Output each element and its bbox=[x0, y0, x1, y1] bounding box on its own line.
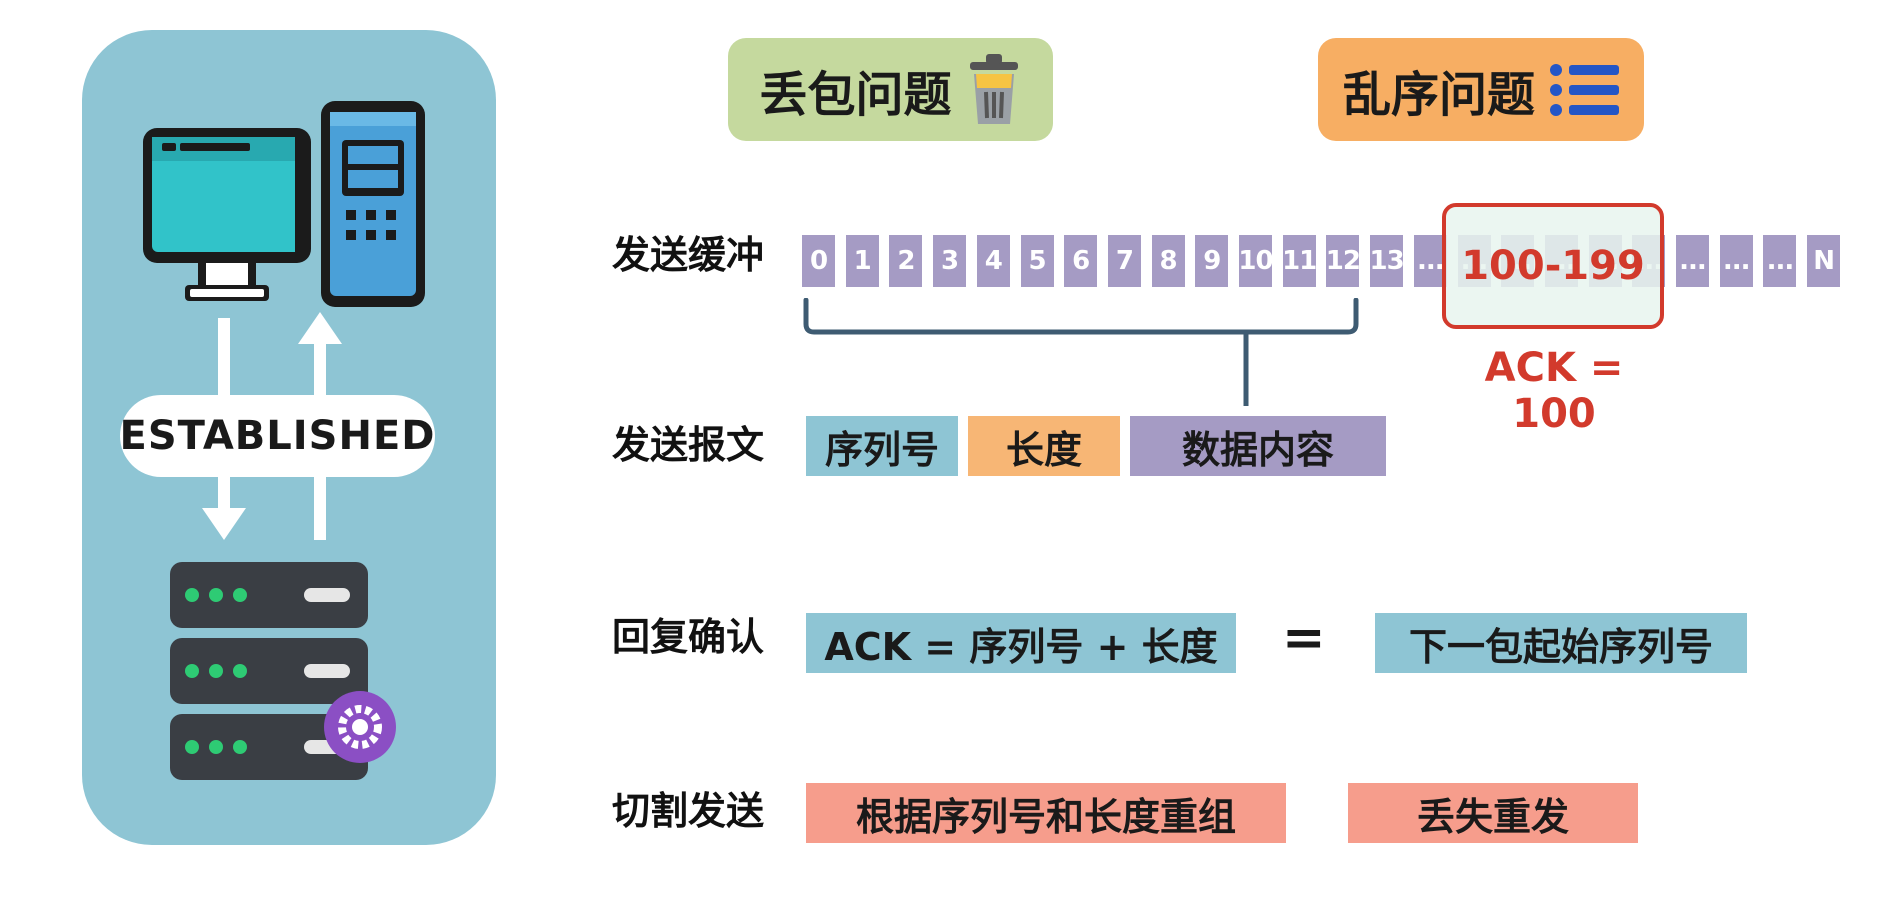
ack-note: ACK = 100 bbox=[1484, 345, 1624, 437]
out-of-order-range-box: 100-199 bbox=[1442, 203, 1664, 329]
buffer-cell: ... bbox=[1676, 235, 1709, 287]
send-buffer-cells: 012345678910111213......................… bbox=[802, 235, 1841, 287]
packet-loss-badge: 丢包问题 bbox=[728, 38, 1053, 141]
buffer-brace bbox=[803, 298, 1359, 406]
ack-formula: ACK = 序列号 + 长度 bbox=[806, 613, 1236, 673]
list-icon bbox=[1550, 63, 1619, 116]
send-packet-label: 发送报文 bbox=[612, 423, 765, 467]
buffer-cell: 9 bbox=[1195, 235, 1229, 287]
buffer-cell: N bbox=[1807, 235, 1841, 287]
buffer-cell: 5 bbox=[1020, 235, 1054, 287]
content-segment: 数据内容 bbox=[1130, 416, 1386, 476]
buffer-cell: 6 bbox=[1064, 235, 1098, 287]
buffer-cell: 0 bbox=[802, 235, 835, 287]
buffer-cell: ... bbox=[1413, 235, 1447, 287]
buffer-cell: 13 bbox=[1370, 235, 1404, 287]
monitor-icon bbox=[143, 128, 311, 301]
established-label: ESTABLISHED bbox=[120, 395, 435, 477]
computer-tower-icon bbox=[321, 101, 425, 307]
buffer-cell: ... bbox=[1763, 235, 1797, 287]
buffer-cell: 3 bbox=[933, 235, 967, 287]
next-seq-label: 下一包起始序列号 bbox=[1375, 613, 1747, 673]
split-send-label: 切割发送 bbox=[612, 789, 765, 833]
send-buffer-label: 发送缓冲 bbox=[612, 233, 765, 277]
buffer-cell: 1 bbox=[845, 235, 879, 287]
ack-reply-label: 回复确认 bbox=[612, 615, 765, 659]
gear-icon bbox=[324, 691, 396, 763]
seq-segment: 序列号 bbox=[806, 416, 958, 476]
equals-sign: = bbox=[1282, 608, 1326, 668]
range-label: 100-199 bbox=[1461, 243, 1645, 289]
out-of-order-badge: 乱序问题 bbox=[1318, 38, 1644, 141]
packet-loss-label: 丢包问题 bbox=[759, 66, 952, 123]
buffer-cell: 7 bbox=[1107, 235, 1141, 287]
length-segment: 长度 bbox=[968, 416, 1120, 476]
reassemble-button: 根据序列号和长度重组 bbox=[806, 783, 1286, 843]
buffer-cell: 11 bbox=[1282, 235, 1316, 287]
buffer-cell: 8 bbox=[1151, 235, 1185, 287]
buffer-cell: 12 bbox=[1326, 235, 1360, 287]
out-of-order-label: 乱序问题 bbox=[1342, 66, 1535, 123]
buffer-cell: ... bbox=[1719, 235, 1753, 287]
buffer-cell: 10 bbox=[1239, 235, 1272, 287]
resend-button: 丢失重发 bbox=[1348, 783, 1638, 843]
server-icon bbox=[170, 562, 396, 780]
buffer-cell: 2 bbox=[889, 235, 923, 287]
trash-can-icon bbox=[969, 53, 1018, 124]
buffer-cell: 4 bbox=[976, 235, 1010, 287]
